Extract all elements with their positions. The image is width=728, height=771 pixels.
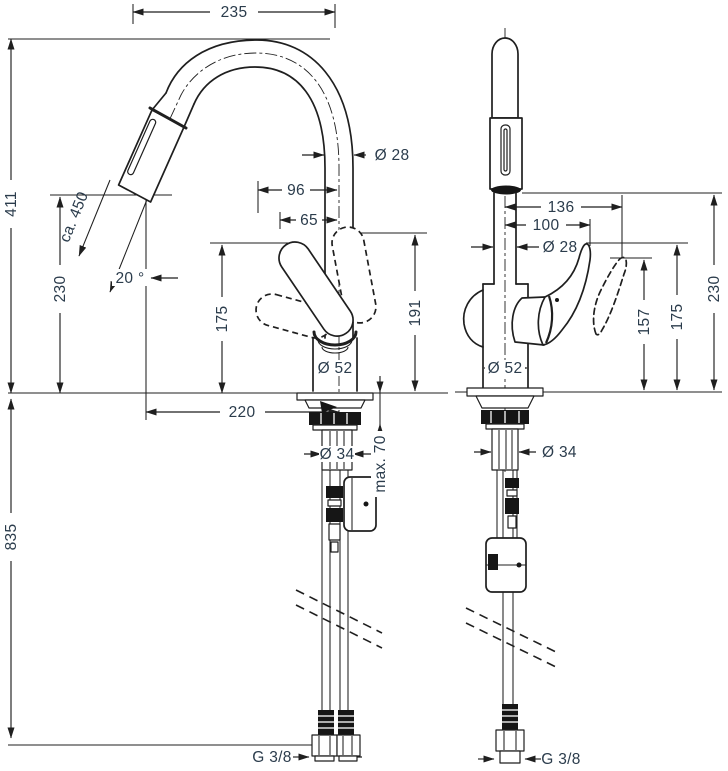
mounting-nut (309, 412, 361, 425)
dim-label-supply-thread-side: G 3/8 (541, 751, 580, 768)
break-line (465, 607, 557, 653)
dim-label-handle-raised-height: 191 (407, 300, 424, 327)
dim-label-handle-height-front: 175 (214, 306, 231, 333)
spray-head-coupling (148, 106, 188, 130)
clamp-indicator (320, 401, 337, 413)
dim-label-max-counter-thickness: max. 70 (372, 435, 389, 492)
shank-side (491, 428, 519, 471)
dim-label-depth-handle-tip: 100 (533, 217, 560, 234)
break-line (295, 604, 383, 649)
dim-label-height-above-deck: 411 (3, 191, 20, 217)
dim-label-body-diameter-side: Ø 52 (488, 360, 523, 377)
base-plate (296, 392, 374, 401)
break-line (295, 589, 383, 634)
spray-face-slit (127, 118, 157, 176)
spray-outlet (491, 185, 521, 195)
side-view-labels: 136 100 Ø 28 157 175 230 Ø 52 Ø 34 G 3/8 (485, 199, 723, 768)
side-view-fixture (462, 28, 628, 764)
body-rear-cover (462, 289, 484, 348)
hose-nut (336, 734, 361, 757)
dim-label-spout-reach: 235 (221, 4, 248, 21)
dim-label-spout-top-height: 230 (706, 276, 723, 303)
spray-head-side (491, 37, 519, 119)
base-plate-side (466, 387, 544, 397)
spout-outer-edge (165, 39, 354, 339)
dim-label-handle-proj-inner: 65 (300, 212, 318, 229)
dim-label-spout-diameter-side: Ø 28 (543, 239, 578, 256)
hose-nut-side (495, 729, 525, 752)
dim-label-spout-diameter-front: Ø 28 (375, 147, 410, 164)
dim-label-overall-height: 835 (3, 524, 20, 551)
break-line (465, 622, 557, 668)
dim-label-handle-height-side: 175 (669, 304, 686, 331)
hose-nut (311, 734, 338, 757)
dim-label-depth-overall: 136 (548, 199, 575, 216)
dim-label-spray-angle: 20 ° (116, 270, 145, 287)
front-view-labels: 235 411 835 230 ca. 450 20 ° 96 65 Ø 28 … (2, 4, 424, 766)
front-view-fixture (117, 39, 383, 762)
dim-label-shank-diameter-side: Ø 34 (542, 444, 577, 461)
dim-label-supply-thread-front: G 3/8 (252, 749, 291, 766)
dim-label-outlet-offset: 220 (229, 404, 256, 421)
handle-dashed-raised-side (592, 256, 628, 336)
spout-inner-edge (193, 66, 326, 339)
dim-label-shank-diameter-front: Ø 34 (320, 446, 355, 463)
front-centerline (133, 52, 340, 470)
side-view-dimension-lines (455, 192, 722, 763)
dim-label-handle-proj-outer: 96 (287, 182, 305, 199)
dim-label-outlet-height: 230 (52, 276, 69, 303)
dim-label-handle-tip-height: 157 (636, 309, 653, 336)
front-view-dimension-lines (7, 4, 448, 761)
dim-label-body-diameter-front: Ø 52 (318, 360, 353, 377)
handle-lever (278, 241, 354, 337)
handle-lever-side (537, 243, 592, 346)
